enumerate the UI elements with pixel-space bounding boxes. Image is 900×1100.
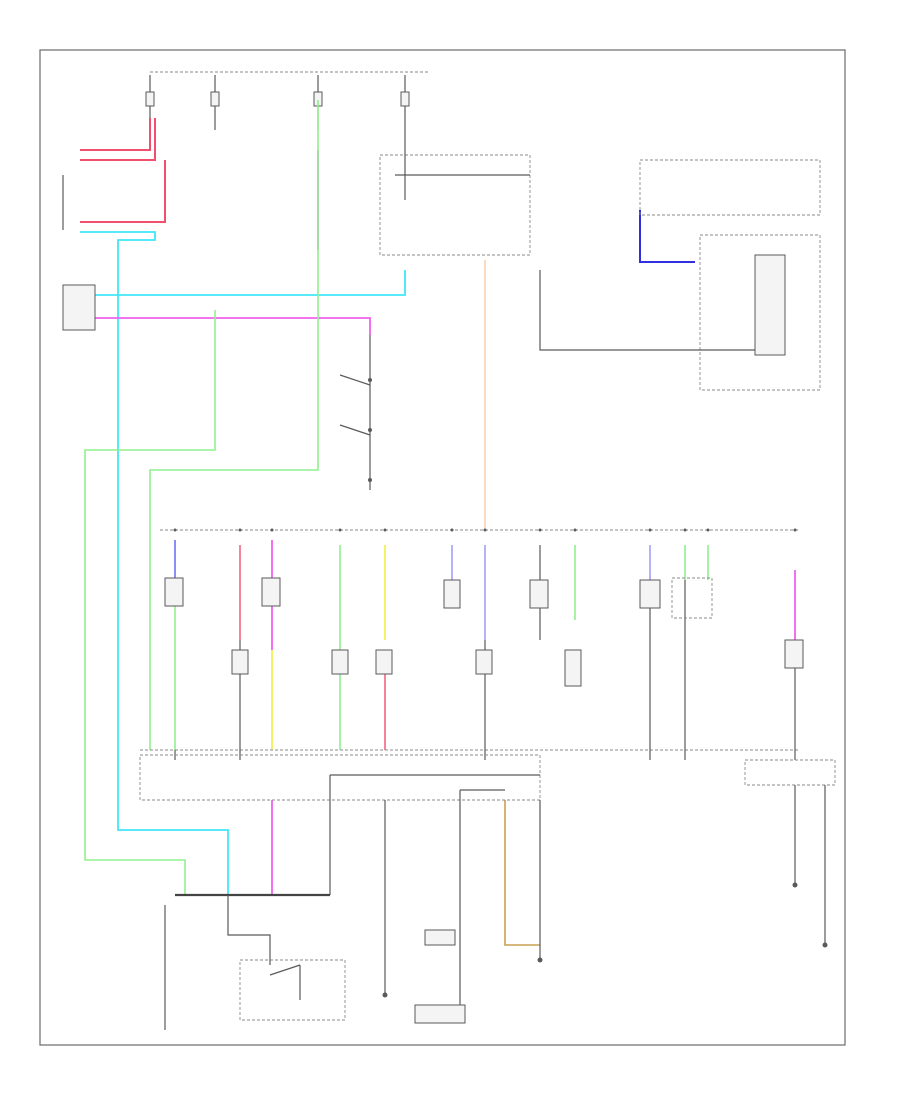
wire-green-2 [84, 310, 216, 895]
wire-cyan-2 [95, 270, 406, 296]
lower-wires [175, 785, 826, 1005]
wire-green-1 [149, 100, 319, 750]
bottom-module [414, 1004, 466, 1024]
diagram-border [39, 49, 846, 1046]
lower-module [139, 754, 541, 801]
right-connector-box [699, 234, 821, 391]
right-connector [754, 254, 786, 356]
ground-symbols [382, 882, 828, 998]
top-fuses [145, 75, 410, 130]
wire-red-1 [80, 118, 151, 151]
right-lower-module [744, 759, 836, 786]
bottom-switch-box [239, 959, 346, 1021]
bottom-sensor [424, 929, 456, 946]
wire-red-3 [80, 160, 166, 223]
wire-red-2 [80, 118, 156, 161]
components [164, 577, 804, 687]
wire-blue [639, 210, 695, 263]
wire-red [80, 118, 166, 223]
switch-stack [339, 335, 372, 490]
upper-right-module [379, 154, 531, 256]
wire-cyan [80, 231, 229, 895]
junction-nodes [173, 528, 797, 532]
wire-tan [504, 800, 540, 946]
left-module [62, 284, 96, 331]
wire-pink-1 [95, 317, 371, 335]
far-right-module [639, 159, 821, 216]
